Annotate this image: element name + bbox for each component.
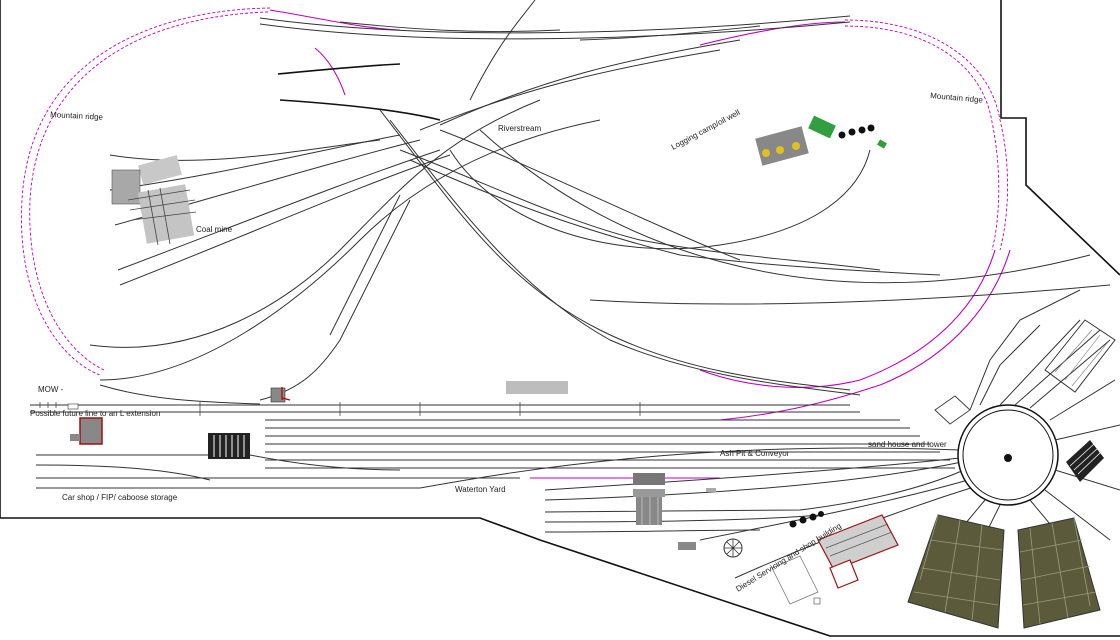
label-mountain-ridge-right: Mountain ridge — [930, 91, 984, 105]
roundhouse-right[interactable] — [1017, 517, 1101, 629]
mow-shed[interactable] — [270, 387, 286, 403]
label-waterton-yard: Waterton Yard — [455, 485, 506, 494]
coal-dock[interactable] — [1066, 440, 1104, 482]
coach-yard-building[interactable] — [208, 433, 250, 459]
platform-shed[interactable] — [771, 555, 819, 605]
ash-pit-building[interactable] — [633, 473, 665, 485]
oil-well-tanks — [838, 124, 875, 139]
sand-house[interactable] — [934, 395, 971, 425]
diesel-shop-building[interactable] — [817, 514, 899, 571]
diesel-shop-annex[interactable] — [829, 559, 859, 589]
label-coal-mine: Coal mine — [196, 225, 233, 234]
fuel-tanks — [789, 511, 824, 528]
logging-camp-tanks — [762, 142, 800, 157]
freight-house[interactable] — [506, 381, 568, 394]
label-ash-pit: Ash Pit & Conveyor — [720, 449, 790, 458]
label-future-line: Possible future line to an L extension — [30, 409, 160, 418]
label-car-shop: Car shop / FIP/ caboose storage — [62, 493, 178, 502]
yard-tracks — [30, 384, 981, 579]
label-riverstream: Riverstream — [498, 124, 541, 133]
hidden-mainline — [21, 7, 1011, 479]
label-mountain-ridge-left: Mountain ridge — [50, 110, 104, 122]
engine-shop-building[interactable] — [1044, 319, 1116, 393]
turntable-area — [907, 289, 1120, 629]
logging-camp-shed[interactable] — [755, 126, 809, 166]
coal-mine-building[interactable] — [138, 155, 182, 185]
logging-camp-building[interactable] — [808, 115, 836, 139]
structures — [39, 115, 899, 605]
label-sand-house: sand house and tower — [868, 440, 947, 449]
turntable-pivot — [1004, 454, 1012, 462]
car-shop-building[interactable] — [79, 417, 103, 445]
label-mow: MOW - — [38, 385, 64, 394]
label-logging-camp: Logging camp/oil well — [670, 108, 742, 152]
scenic-tracks — [89, 0, 1111, 401]
